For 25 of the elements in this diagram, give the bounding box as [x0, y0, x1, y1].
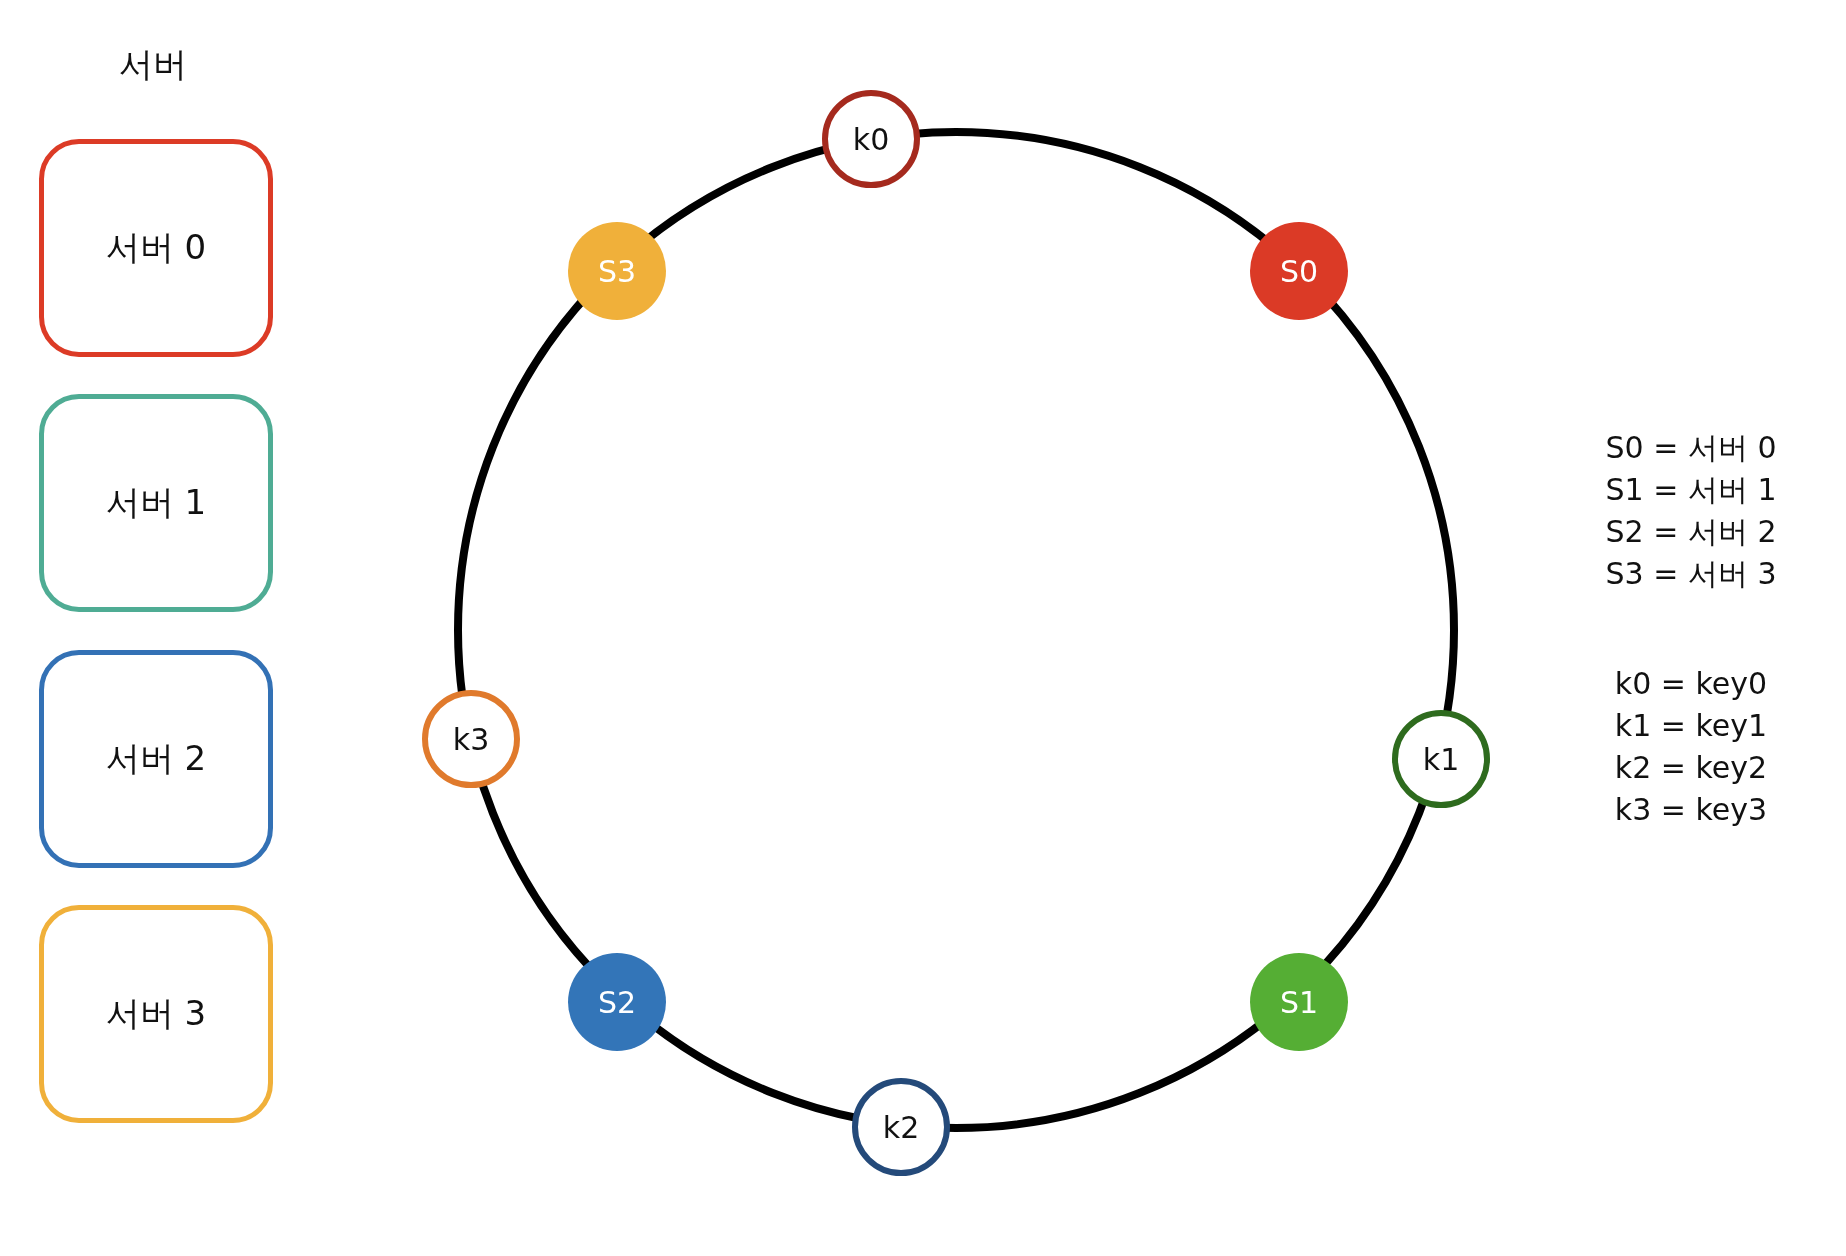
node-label: S1: [1279, 984, 1319, 1020]
legend-text: S3 = 서버 3: [1605, 555, 1777, 593]
server-box: [39, 650, 273, 868]
node-label: k3: [452, 721, 490, 757]
server-name: 서버 3: [105, 992, 207, 1035]
server-box: [39, 905, 273, 1123]
node-label: k2: [882, 1109, 920, 1145]
server-box: [39, 394, 273, 612]
legend-text: S1 = 서버 1: [1605, 471, 1777, 509]
node-label: k1: [1422, 741, 1460, 777]
server-name: 서버 1: [105, 481, 207, 524]
node-label: k0: [852, 121, 890, 157]
column-heading: 서버: [119, 43, 187, 86]
legend-text: S2 = 서버 2: [1605, 513, 1777, 551]
server-box: [39, 139, 273, 357]
server-name: 서버 0: [105, 226, 207, 269]
legend-text: k0 = key0: [1614, 666, 1768, 701]
node-label: S3: [597, 253, 637, 289]
node-label: S0: [1279, 253, 1319, 289]
node-label: S2: [597, 984, 637, 1020]
legend-text: k2 = key2: [1614, 750, 1768, 785]
server-name: 서버 2: [105, 737, 207, 780]
legend-text: S0 = 서버 0: [1605, 429, 1777, 467]
legend-text: k3 = key3: [1614, 792, 1768, 827]
legend-text: k1 = key1: [1614, 708, 1768, 743]
